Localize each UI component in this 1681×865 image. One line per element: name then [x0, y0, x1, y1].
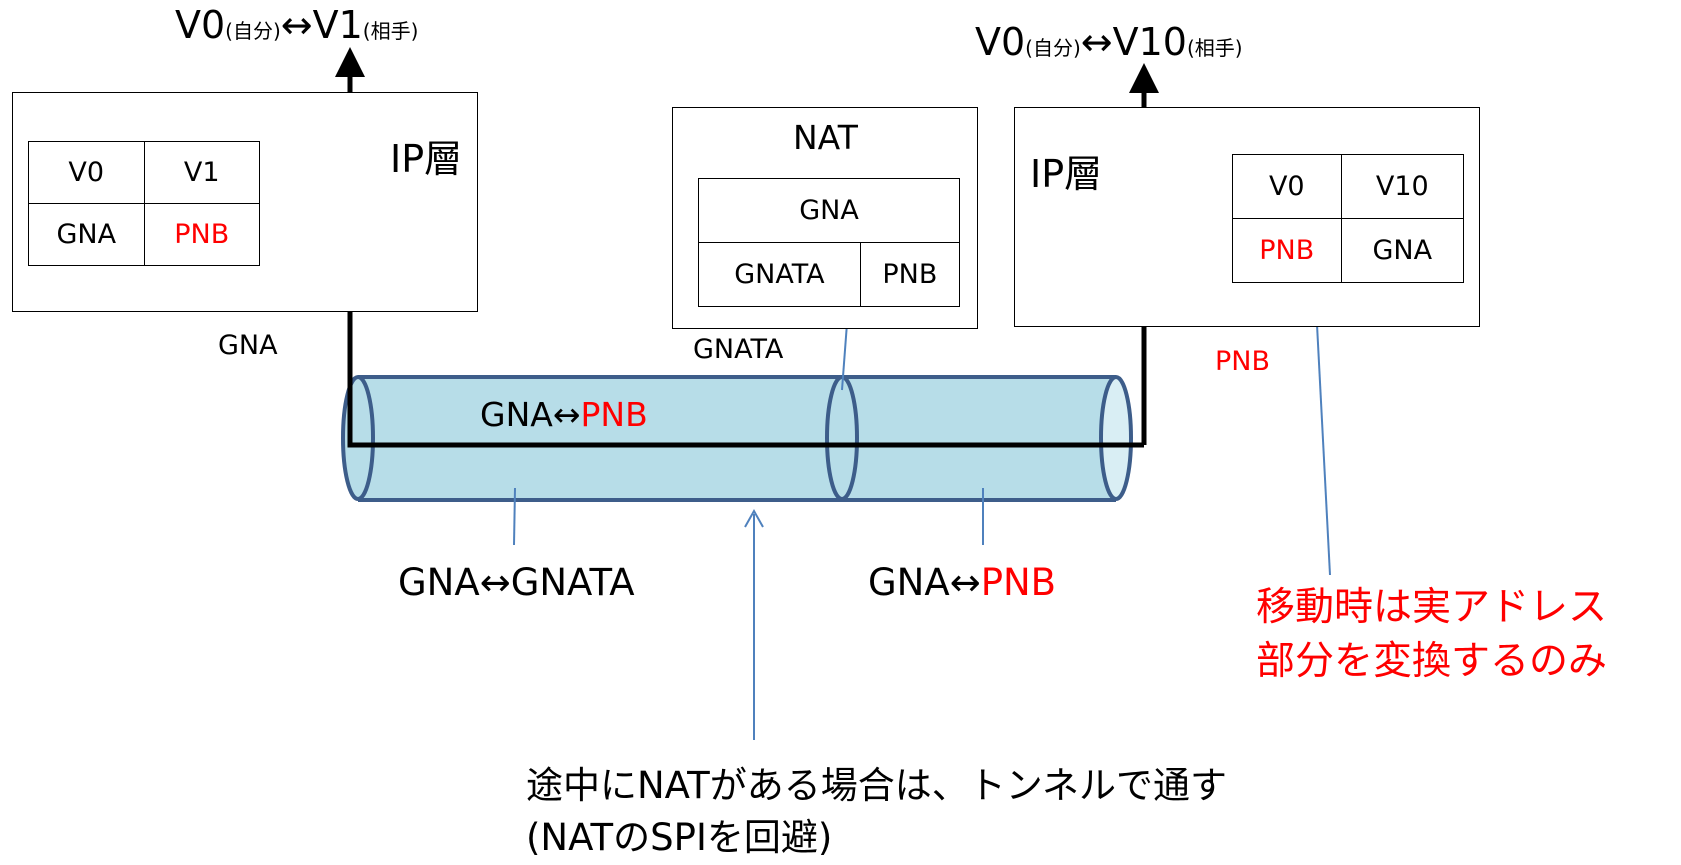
cell-virtual-peer: V1 [143, 141, 260, 204]
nat-traversal-note: 途中にNATがある場合は、トンネルで通す (NATのSPIを回避) [526, 760, 1227, 864]
nat-traversal-note-line1: 途中にNATがある場合は、トンネルで通す [526, 764, 1227, 807]
header-left-label: V0(自分)↔V1(相手) [175, 3, 418, 47]
destination-address: PNB [580, 395, 648, 434]
cell-private-address: PNB [859, 242, 961, 307]
left-real-address-label: GNA [218, 330, 278, 361]
mobility-note-line2: 部分を変換するのみ [1256, 639, 1608, 684]
bidirectional-arrow: ↔ [552, 395, 581, 434]
nat-translation-table: GNA GNATA PNB [698, 178, 961, 307]
self-address: V0 [175, 3, 226, 47]
peer-address: V1 [312, 3, 363, 47]
cell-virtual-peer: V10 [1340, 154, 1465, 219]
outer-segment-label: GNA↔GNATA [398, 561, 635, 604]
bidirectional-arrow: ↔ [949, 561, 981, 604]
peer-tag: (相手) [362, 19, 419, 43]
source-address: GNA [480, 395, 553, 434]
left-ip-layer-label: IP層 [390, 137, 463, 181]
left-address-table: V0 V1 GNA PNB [28, 141, 260, 266]
destination-address: GNATA [510, 561, 635, 604]
header-right-label: V0(自分)↔V10(相手) [975, 20, 1243, 64]
bidirectional-arrow: ↔ [280, 3, 313, 47]
cell-virtual-self: V0 [1232, 154, 1342, 219]
cell-real-self: GNA [28, 203, 145, 266]
tunnel-inner-label: GNA↔PNB [480, 395, 648, 434]
right-real-address-label: PNB [1215, 346, 1271, 377]
source-address: GNA [398, 561, 480, 604]
bidirectional-arrow: ↔ [1080, 20, 1113, 64]
self-tag: (自分) [225, 19, 281, 43]
inner-segment-label: GNA↔PNB [868, 561, 1056, 604]
bidirectional-arrow: ↔ [479, 561, 511, 604]
tunnel-cylinder [341, 375, 1133, 502]
destination-address: PNB [980, 561, 1057, 604]
peer-address: V10 [1112, 20, 1187, 64]
right-address-table: V0 V10 PNB GNA [1232, 154, 1465, 283]
mobility-note: 移動時は実アドレス 部分を変換するのみ [1256, 581, 1607, 689]
cell-real-self: PNB [1232, 218, 1342, 283]
peer-tag: (相手) [1186, 36, 1243, 60]
nat-translated-label: GNATA [693, 334, 784, 365]
cell-translated-address: GNATA [698, 242, 861, 307]
self-tag: (自分) [1025, 36, 1081, 60]
source-address: GNA [868, 561, 950, 604]
cell-virtual-self: V0 [28, 141, 145, 204]
right-ip-layer-label: IP層 [1030, 152, 1103, 196]
mobility-note-line1: 移動時は実アドレス [1256, 585, 1608, 630]
nat-label: NAT [793, 118, 858, 157]
self-address: V0 [975, 20, 1026, 64]
cell-global-address: GNA [698, 178, 960, 243]
nat-traversal-note-line2: (NATのSPIを回避) [526, 816, 833, 859]
cell-real-peer: GNA [1340, 218, 1465, 283]
cell-real-peer: PNB [143, 203, 260, 266]
